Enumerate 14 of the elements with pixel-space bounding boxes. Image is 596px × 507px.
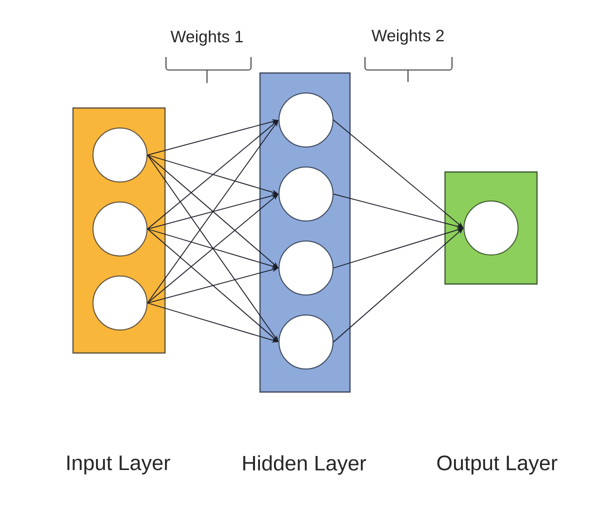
brace-label: Weights 1 [170,30,243,46]
neuron-circle [278,314,334,370]
neuron-circle [92,128,148,182]
neuron-circle [278,166,334,222]
layer-label: Output Layer [437,456,558,475]
neuron-circle [278,240,334,296]
connection-arrow [333,228,464,342]
brace-label: Weights 2 [372,29,444,45]
neuron-circle [92,276,148,330]
neuron-circle [92,202,148,256]
neuron-circle [278,92,334,148]
layer-label: Input Layer [67,456,170,474]
neuron-circle [464,200,518,256]
layer-label: Hidden Layer [243,455,366,475]
